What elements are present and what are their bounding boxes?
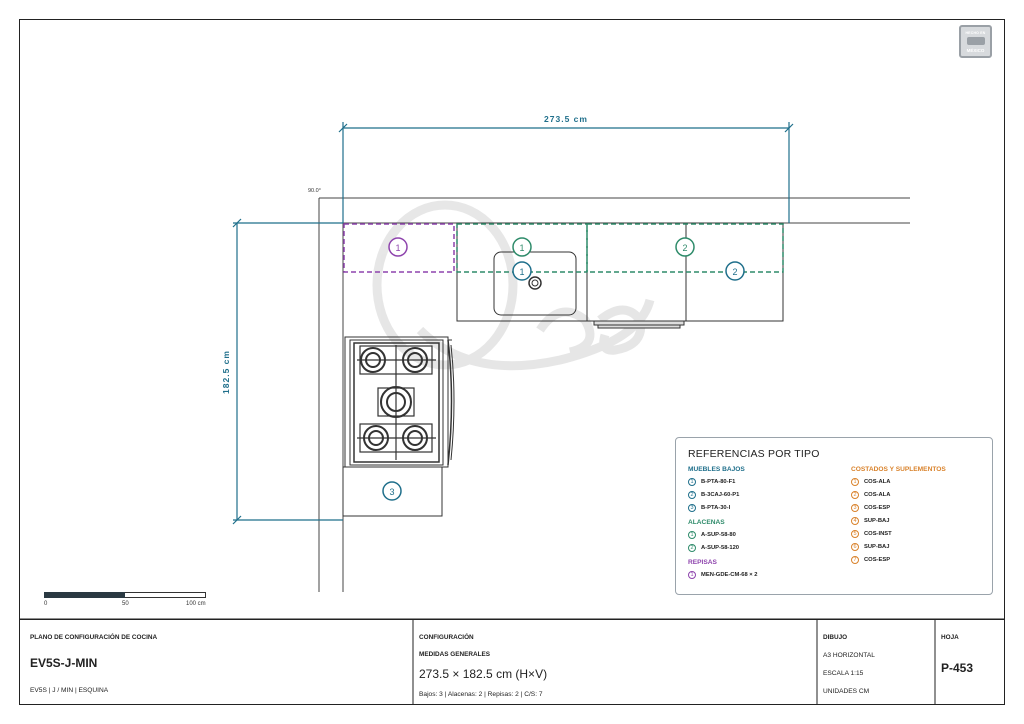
svg-text:1: 1: [395, 243, 400, 253]
dimension-horizontal-label: 273.5 cm: [544, 114, 588, 124]
medidas-label: MEDIDAS GENERALES: [419, 651, 491, 658]
watermark-logo: [372, 200, 655, 371]
dimension-vertical-label: 182.5 cm: [221, 350, 231, 394]
legend-title: REFERENCIAS POR TIPO: [688, 448, 820, 460]
svg-text:2: 2: [682, 243, 687, 253]
marker-bajo-3: 3: [382, 481, 402, 501]
scale-label-50: 50: [122, 601, 129, 607]
appliance-handle: [593, 320, 685, 329]
legend-group-costados: COSTADOS Y SUPLEMENTOS: [851, 466, 946, 473]
stove: [344, 336, 455, 468]
dibujo-format: A3 HORIZONTAL: [823, 652, 875, 659]
mexico-emblem-icon: [966, 36, 985, 45]
drawing-sheet: [19, 19, 1005, 705]
marker-repisa-1: 1: [388, 237, 408, 257]
svg-text:1: 1: [519, 243, 524, 253]
config-label: CONFIGURACIÓN: [419, 634, 474, 641]
plan-label: PLANO DE CONFIGURACIÓN DE COCINA: [30, 634, 158, 641]
legend-group-repisas: REPISAS: [688, 559, 717, 566]
marker-alacena-1: 1: [512, 237, 532, 257]
made-in-mexico-badge: HECHO EN MÉXICO: [959, 25, 992, 58]
title-block: PLANO DE CONFIGURACIÓN DE COCINA EV5S-J-…: [19, 619, 1005, 706]
hoja-label: HOJA: [941, 634, 959, 641]
svg-text:2: 2: [732, 267, 737, 277]
wall-cabinet-2-outline: [586, 223, 784, 273]
model-name: EV5S-J-MIN: [30, 656, 98, 670]
medidas-value: 273.5 × 182.5 cm (H×V): [419, 667, 548, 681]
scale-label-100: 100 cm: [186, 601, 206, 607]
dibujo-units: UNIDADES CM: [823, 688, 870, 695]
svg-text:1: 1: [519, 267, 524, 277]
marker-alacena-2: 2: [675, 237, 695, 257]
hoja-value: P-453: [941, 661, 974, 675]
legend-group-bajos: MUEBLES BAJOS: [688, 466, 745, 473]
base-cabinet-3: [342, 466, 443, 517]
dimension-vertical: [232, 218, 343, 525]
marker-bajo-2: 2: [725, 261, 745, 281]
sink: [493, 251, 577, 316]
scale-label-0: 0: [44, 601, 48, 607]
dibujo-label: DIBUJO: [823, 634, 848, 641]
marker-bajo-1: 1: [512, 261, 532, 281]
model-sub: EV5S | J / MIN | ESQUINA: [30, 687, 109, 694]
svg-text:3: 3: [389, 487, 394, 497]
dimension-horizontal: [338, 122, 794, 223]
dibujo-scale: ESCALA 1:15: [823, 670, 864, 677]
angle-label: 90.0°: [308, 188, 321, 194]
shelf-outline: [343, 223, 455, 273]
legend-group-alacenas: ALACENAS: [688, 519, 725, 526]
config-sub: Bajos: 3 | Alacenas: 2 | Repisas: 2 | C/…: [419, 691, 543, 698]
